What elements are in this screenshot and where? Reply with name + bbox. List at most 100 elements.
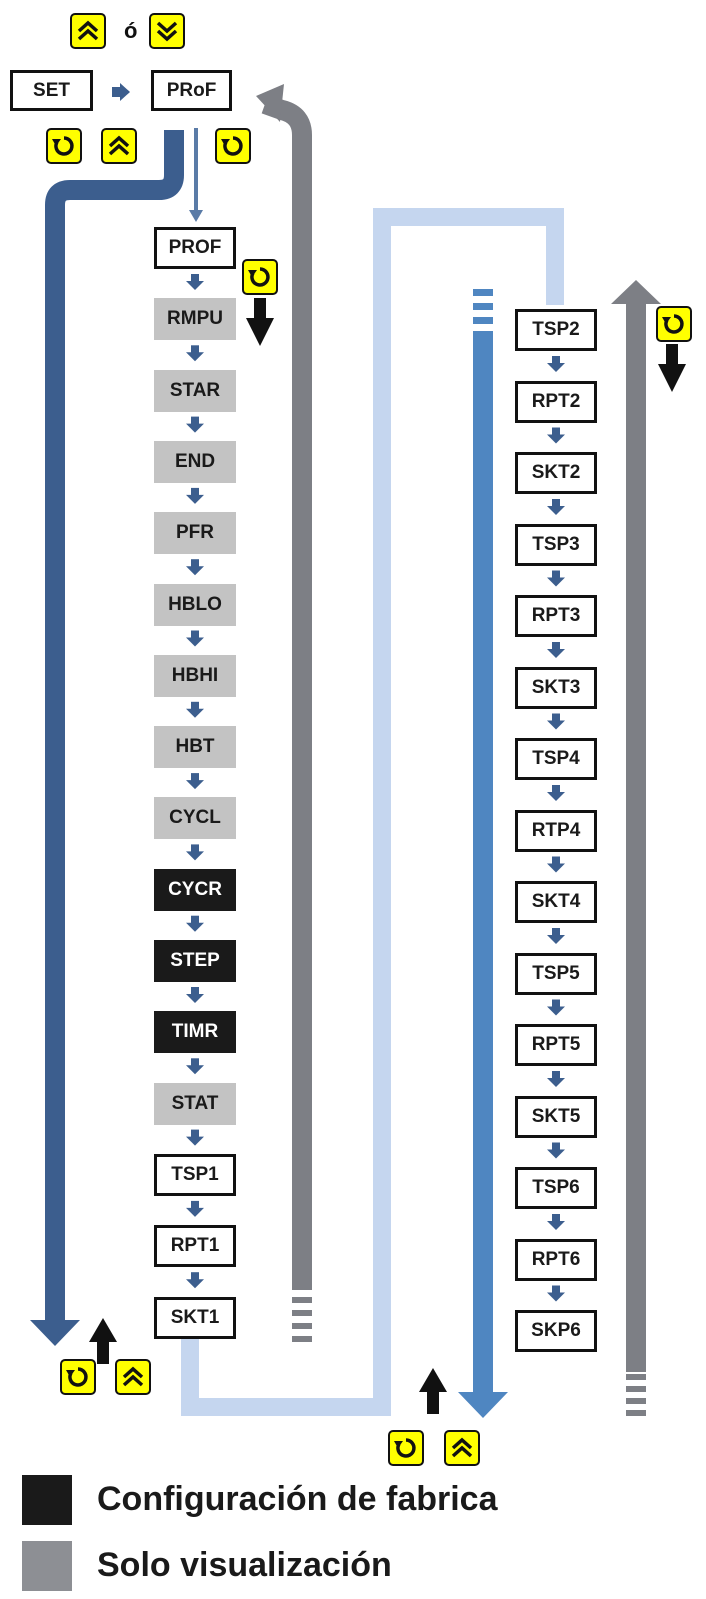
cycle-key-top-left[interactable] — [46, 128, 82, 164]
left-param-stat: STAT — [154, 1082, 236, 1125]
right-arrow-5 — [547, 713, 565, 730]
left-arrow-13 — [186, 1200, 204, 1217]
left-param-skt1: SKT1 — [154, 1296, 236, 1339]
cycle-key-left-column[interactable] — [242, 259, 278, 295]
set-box[interactable]: SET — [10, 70, 93, 111]
left-arrow-5 — [186, 630, 204, 647]
right-param-tsp6: TSP6 — [515, 1167, 597, 1209]
left-param-end: END — [154, 440, 236, 483]
left-arrow-6 — [186, 701, 204, 718]
double-chevron-up-icon — [108, 135, 130, 156]
legend-factory-swatch — [22, 1475, 72, 1525]
secondary-path-arrowhead — [458, 1392, 508, 1418]
left-arrow-9 — [186, 915, 204, 932]
right-arrow-11 — [547, 1142, 565, 1159]
left-param-hbt: HBT — [154, 726, 236, 769]
cycle-key-bottom-right[interactable] — [388, 1430, 424, 1466]
right-arrow-12 — [547, 1214, 565, 1230]
cycle-arrow-icon — [248, 267, 270, 287]
right-arrow-0 — [547, 356, 565, 372]
left-param-hbhi: HBHI — [154, 654, 236, 697]
right-param-rtp4: RTP4 — [515, 809, 597, 852]
double-chevron-up-icon — [451, 1437, 473, 1458]
right-column-arrows — [547, 356, 565, 1302]
right-arrow-7 — [547, 856, 565, 873]
left-param-tsp1: TSP1 — [154, 1153, 236, 1196]
or-separator: ó — [124, 18, 138, 43]
cycle-arrow-icon — [221, 136, 243, 156]
left-arrow-0 — [186, 274, 204, 290]
right-param-rpt2: RPT2 — [515, 380, 597, 423]
double-chevron-up-icon — [77, 20, 99, 41]
right-param-skt4: SKT4 — [515, 881, 597, 923]
right-param-skp6: SKP6 — [515, 1310, 597, 1352]
down-key[interactable] — [149, 13, 185, 49]
right-arrow-1 — [547, 427, 565, 444]
right-param-rpt6: RPT6 — [515, 1238, 597, 1281]
connector-path — [181, 208, 564, 1416]
right-arrow-2 — [547, 499, 565, 515]
cycle-key-bottom-left[interactable] — [60, 1359, 96, 1395]
prof-menu-box[interactable]: PRoF — [151, 70, 232, 111]
legend-view-only-swatch — [22, 1541, 72, 1591]
legend-factory-label: Configuración de fabrica — [97, 1480, 498, 1518]
cycle-key-top-right[interactable] — [215, 128, 251, 164]
up-key[interactable] — [70, 13, 106, 49]
left-arrow-3 — [186, 487, 204, 504]
right-arrow-10 — [547, 1071, 565, 1087]
right-param-skt5: SKT5 — [515, 1095, 597, 1138]
up-key-top-left[interactable] — [101, 128, 137, 164]
black-up-arrow-right — [419, 1368, 447, 1414]
right-arrow-8 — [547, 928, 565, 944]
left-param-cycr: CYCR — [154, 868, 236, 911]
return-path-left-arrowhead — [256, 84, 284, 122]
left-column-arrows — [186, 274, 204, 1289]
left-param-timr: TIMR — [154, 1011, 236, 1054]
main-exit-path — [45, 130, 184, 1322]
right-param-tsp5: TSP5 — [515, 952, 597, 995]
set-to-prof-arrow — [112, 83, 130, 101]
right-arrow-9 — [547, 999, 565, 1016]
cycle-arrow-icon — [662, 314, 684, 334]
left-arrow-8 — [186, 844, 204, 861]
legend-view-only-label: Solo visualización — [97, 1546, 392, 1584]
left-param-prof: PROF — [154, 227, 236, 269]
double-chevron-down-icon — [156, 21, 178, 42]
main-exit-arrowhead — [30, 1320, 80, 1346]
right-arrow-4 — [547, 642, 565, 658]
left-param-pfr: PFR — [154, 512, 236, 555]
left-arrow-12 — [186, 1129, 204, 1146]
right-param-skt2: SKT2 — [515, 452, 597, 494]
left-param-rpt1: RPT1 — [154, 1225, 236, 1268]
left-param-rmpu: RMPU — [154, 298, 236, 341]
left-param-hblo: HBLO — [154, 583, 236, 626]
right-param-tsp3: TSP3 — [515, 523, 597, 566]
left-arrow-7 — [186, 773, 204, 790]
cycle-key-right-column[interactable] — [656, 306, 692, 342]
right-arrow-13 — [547, 1285, 565, 1302]
black-up-arrow-left — [89, 1318, 117, 1364]
return-path-left-dashes — [292, 1297, 312, 1342]
return-path-left — [261, 94, 312, 1290]
up-key-bottom-left[interactable] — [115, 1359, 151, 1395]
up-key-bottom-right[interactable] — [444, 1430, 480, 1466]
right-param-rpt5: RPT5 — [515, 1024, 597, 1066]
black-down-arrow-left — [246, 298, 274, 346]
left-param-step: STEP — [154, 940, 236, 982]
double-chevron-up-icon — [122, 1366, 144, 1387]
right-param-skt3: SKT3 — [515, 666, 597, 709]
left-arrow-11 — [186, 1058, 204, 1075]
left-param-cycl: CYCL — [154, 797, 236, 840]
secondary-path-dashes — [473, 289, 493, 338]
right-param-tsp2: TSP2 — [515, 309, 597, 351]
left-param-star: STAR — [154, 369, 236, 412]
left-arrow-2 — [186, 416, 204, 433]
prof-link-arrowhead — [189, 210, 203, 222]
left-arrow-14 — [186, 1272, 204, 1289]
return-path-right-dashes — [626, 1374, 646, 1416]
right-arrow-6 — [547, 785, 565, 801]
black-down-arrow-right — [658, 344, 686, 392]
return-path-right-arrowhead — [611, 280, 661, 304]
right-param-rpt3: RPT3 — [515, 595, 597, 637]
